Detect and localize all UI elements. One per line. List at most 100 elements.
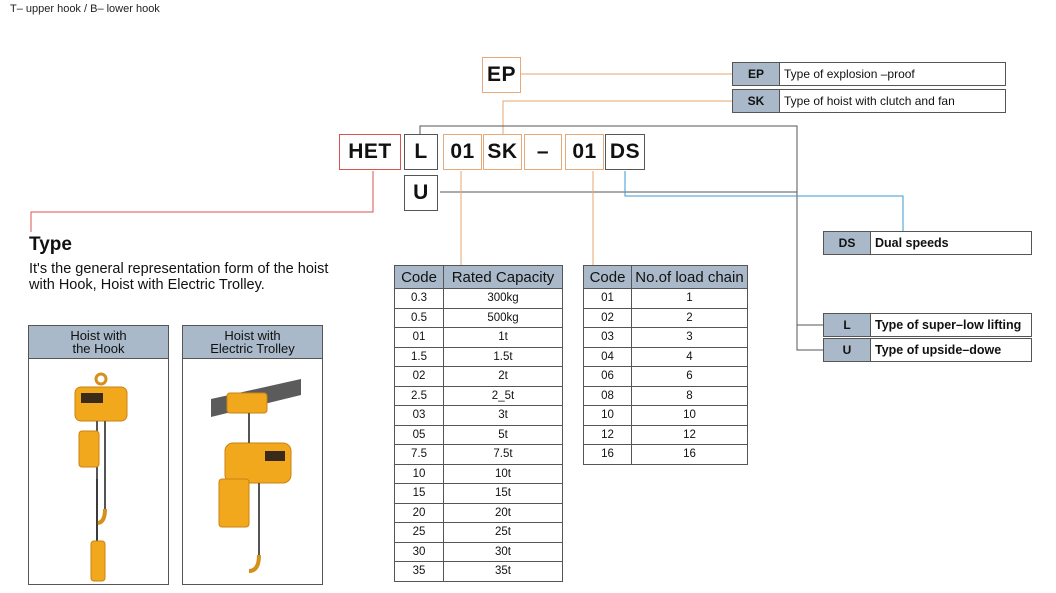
- het-connector: [30, 171, 374, 232]
- value-cell: 1: [631, 288, 748, 309]
- legend-sk-text: Type of hoist with clutch and fan: [780, 89, 1006, 113]
- code-cell: 10: [583, 405, 632, 426]
- legend-ep: EP Type of explosion –proof: [732, 62, 1006, 86]
- legend-l-text: Type of super–low lifting: [871, 313, 1032, 337]
- value-cell: 2t: [443, 366, 563, 387]
- hoist-trolley-image: [183, 359, 322, 585]
- value-cell: 5t: [443, 424, 563, 445]
- code-cell: 06: [583, 366, 632, 387]
- capacity-table-header-capacity: Rated Capacity: [443, 265, 563, 289]
- code-capacity: 01: [443, 134, 482, 170]
- legend-ds-text: Dual speeds: [871, 231, 1032, 255]
- code-ds: DS: [605, 134, 645, 170]
- value-cell: 4: [631, 346, 748, 367]
- value-cell: 3t: [443, 405, 563, 426]
- value-cell: 20t: [443, 502, 563, 523]
- code-cell: 25: [394, 522, 444, 543]
- code-l: L: [404, 134, 438, 170]
- code-cell: 0.5: [394, 307, 444, 328]
- sk-connector: [502, 100, 732, 134]
- code-cell: 01: [394, 327, 444, 348]
- value-cell: 30t: [443, 541, 563, 562]
- legend-sk: SK Type of hoist with clutch and fan: [732, 89, 1006, 113]
- value-cell: 500kg: [443, 307, 563, 328]
- value-cell: 2_5t: [443, 385, 563, 406]
- u-connector: [440, 191, 823, 351]
- code-cell: 1.5: [394, 346, 444, 367]
- value-cell: 300kg: [443, 288, 563, 309]
- hook-note: T– upper hook / B– lower hook: [10, 3, 160, 15]
- code-het: HET: [339, 134, 401, 170]
- legend-l-key: L: [823, 313, 871, 337]
- legend-u: U Type of upside–dowe: [823, 338, 1032, 362]
- card-hoist-hook: Hoist with the Hook: [28, 325, 169, 585]
- legend-l: L Type of super–low lifting: [823, 313, 1032, 337]
- code-cell: 7.5: [394, 444, 444, 465]
- legend-ds-key: DS: [823, 231, 871, 255]
- code-cell: 04: [583, 346, 632, 367]
- legend-u-text: Type of upside–dowe: [871, 338, 1032, 362]
- code-cell: 10: [394, 463, 444, 484]
- type-title: Type: [29, 234, 72, 255]
- value-cell: 25t: [443, 522, 563, 543]
- value-cell: 35t: [443, 561, 563, 582]
- value-cell: 8: [631, 385, 748, 406]
- value-cell: 1.5t: [443, 346, 563, 367]
- code-cell: 02: [394, 366, 444, 387]
- code-dash: –: [524, 134, 562, 170]
- code-cell: 0.3: [394, 288, 444, 309]
- code-cell: 30: [394, 541, 444, 562]
- code-cell: 35: [394, 561, 444, 582]
- ds-connector: [624, 171, 904, 231]
- l-connector: [419, 125, 823, 326]
- capacity-table-header-code: Code: [394, 265, 444, 289]
- legend-ep-text: Type of explosion –proof: [780, 62, 1006, 86]
- code-u: U: [404, 175, 438, 211]
- value-cell: 3: [631, 327, 748, 348]
- card-hoist-trolley: Hoist with Electric Trolley: [182, 325, 323, 585]
- code-cell: 12: [583, 424, 632, 445]
- code-cell: 03: [394, 405, 444, 426]
- chain-table-header-count: No.of load chain: [631, 265, 748, 289]
- code-ep: EP: [482, 57, 521, 93]
- value-cell: 16: [631, 444, 748, 465]
- code-cell: 2.5: [394, 385, 444, 406]
- value-cell: 7.5t: [443, 444, 563, 465]
- card-hoist-trolley-title: Hoist with Electric Trolley: [183, 326, 322, 359]
- value-cell: 6: [631, 366, 748, 387]
- value-cell: 12: [631, 424, 748, 445]
- chain-table-header-code: Code: [583, 265, 632, 289]
- value-cell: 10t: [443, 463, 563, 484]
- legend-u-key: U: [823, 338, 871, 362]
- code-cell: 20: [394, 502, 444, 523]
- code-cell: 16: [583, 444, 632, 465]
- legend-sk-key: SK: [732, 89, 780, 113]
- chain-table-header-row: Code No.of load chain: [583, 265, 748, 289]
- code-cell: 03: [583, 327, 632, 348]
- code-sk: SK: [483, 134, 522, 170]
- value-cell: 10: [631, 405, 748, 426]
- code-cell: 05: [394, 424, 444, 445]
- hoist-hook-image: [29, 359, 168, 585]
- card-hoist-hook-title: Hoist with the Hook: [29, 326, 168, 359]
